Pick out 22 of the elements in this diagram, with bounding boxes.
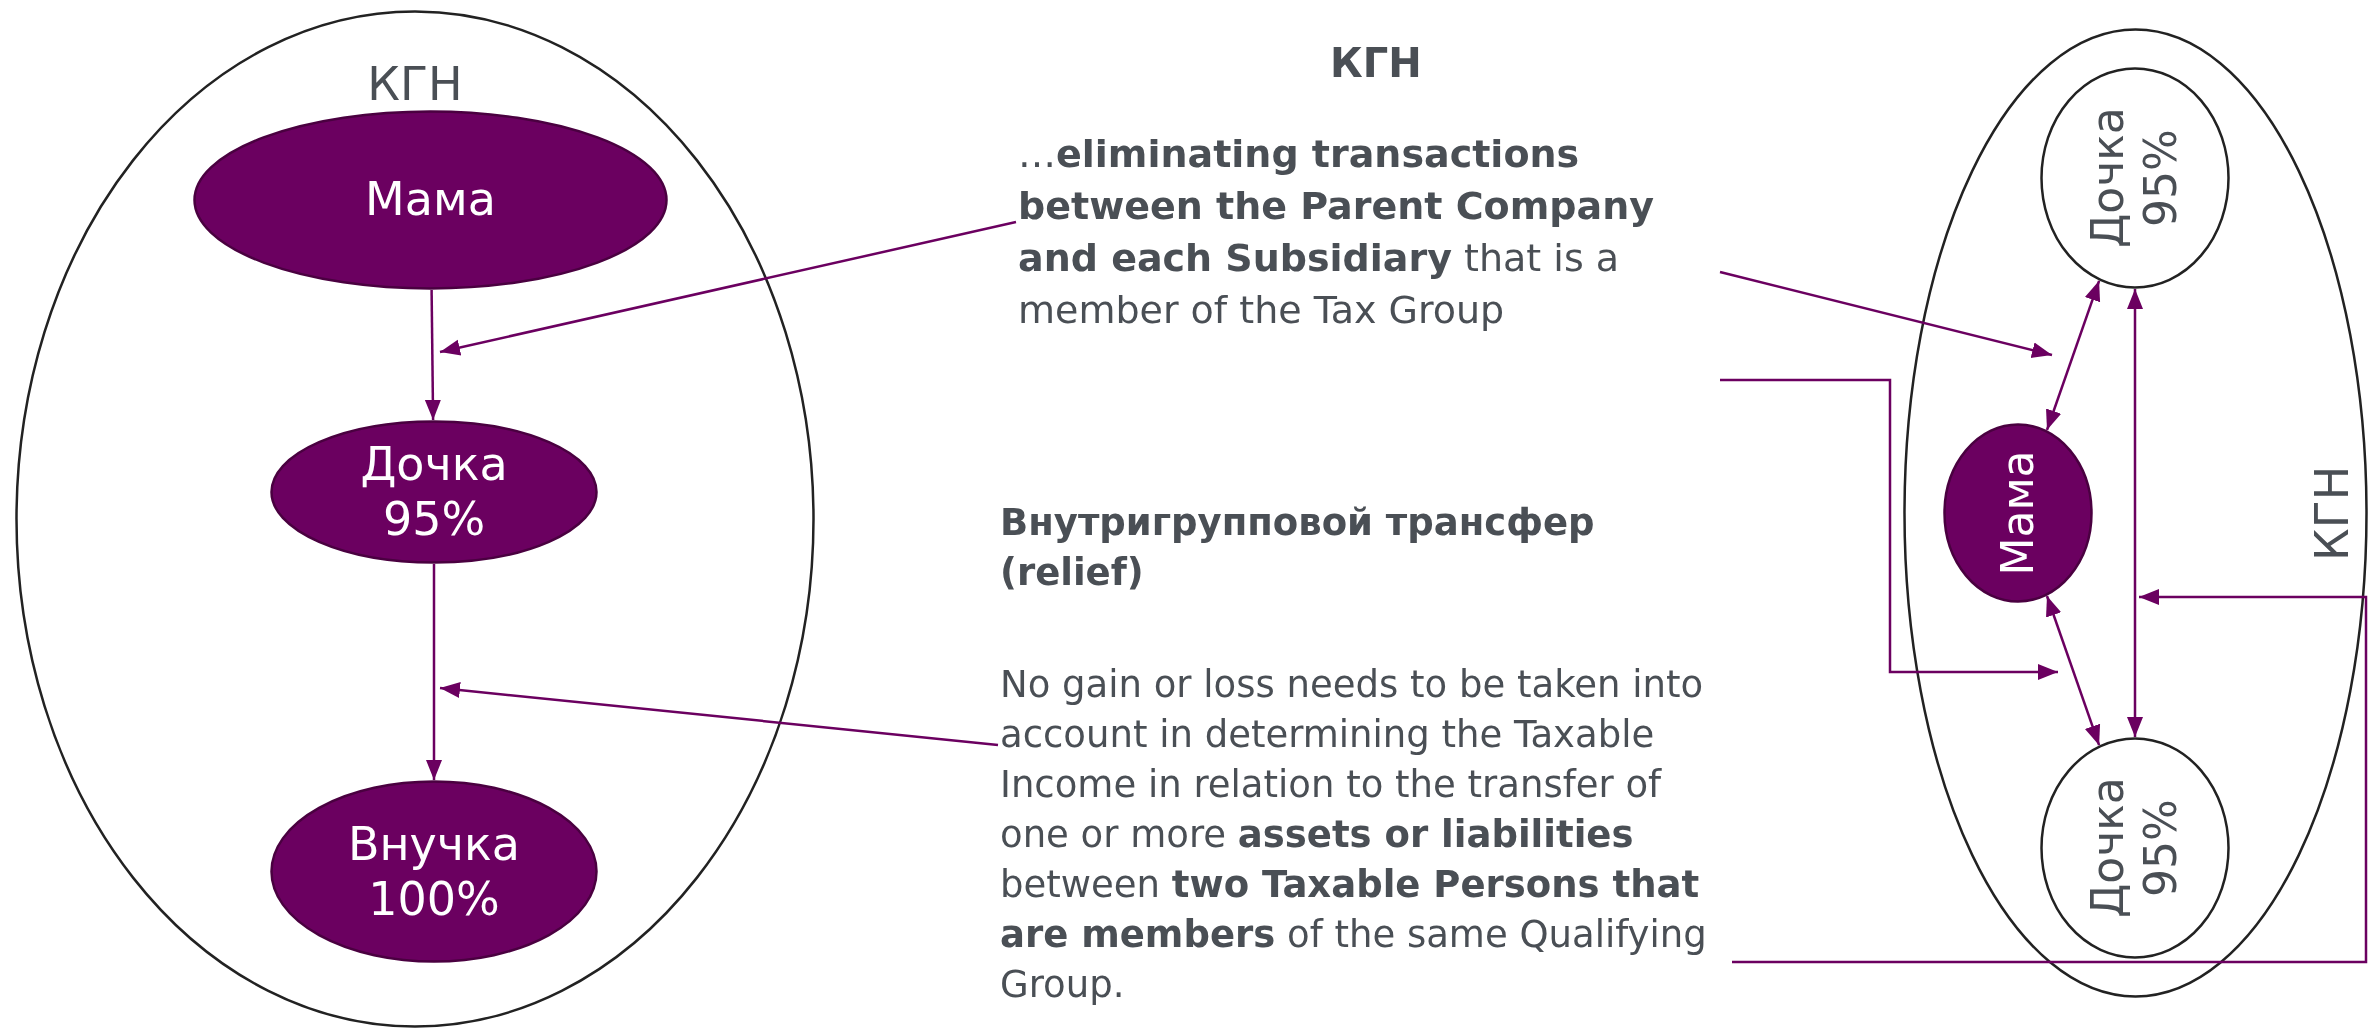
leader-line bbox=[439, 682, 999, 747]
node-label: КГН bbox=[366, 56, 464, 114]
leader-line bbox=[439, 220, 1017, 356]
node-label: Дочка 95% bbox=[2082, 776, 2187, 921]
callout-text: …eliminating transactions between the Parent Company and each Subsidiary that is a member of the Tax Group bbox=[1018, 128, 1718, 378]
leader-line bbox=[1720, 378, 2058, 680]
double-arrow bbox=[2045, 595, 2101, 746]
section-heading: Внутригрупповой трансфер (relief) bbox=[1000, 500, 1596, 596]
node-label: Мама bbox=[1991, 450, 2044, 576]
node-label: Мама bbox=[365, 172, 496, 228]
node-label: Дочка 95% bbox=[2082, 106, 2187, 251]
arrow bbox=[424, 290, 441, 420]
leader-line bbox=[1719, 270, 2053, 358]
double-arrow bbox=[2127, 289, 2143, 737]
node-label: Дочка 95% bbox=[359, 436, 509, 548]
node-label: КГН bbox=[2304, 464, 2361, 563]
leader-line bbox=[1732, 589, 2368, 964]
arrow bbox=[426, 564, 442, 780]
double-arrow bbox=[2045, 280, 2101, 431]
title: КГН bbox=[1330, 40, 1422, 86]
node-label: Внучка 100% bbox=[347, 816, 521, 927]
paragraph: No gain or loss needs to be taken into account in determining the Taxable Income in relation to the transfer of one or more assets or liabilities between two Taxable Persons that are members of the same Qualifying Group. bbox=[1000, 662, 1708, 1008]
